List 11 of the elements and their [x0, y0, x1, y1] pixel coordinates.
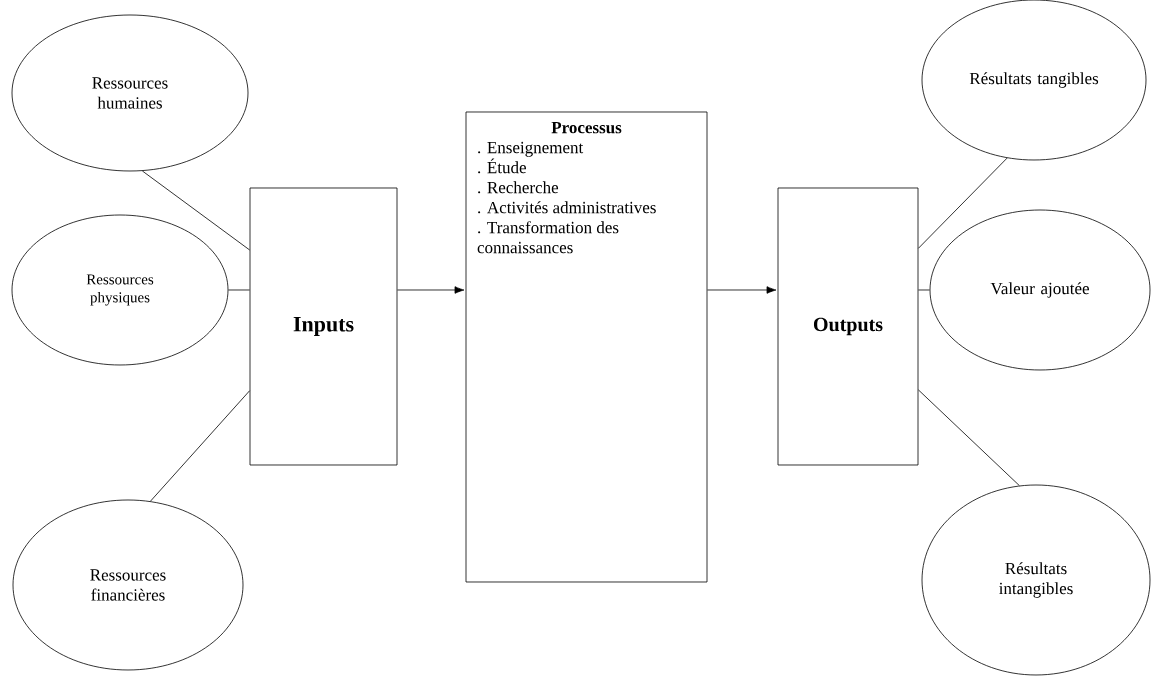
- process-box: Processus . Enseignement . Étude . Recherche . Activités administratives . Transformation des connaissances: [465, 111, 708, 583]
- connector-line: [141, 170, 250, 251]
- connector-line: [918, 289, 930, 291]
- arrow: [397, 286, 465, 294]
- stage-box: Inputs: [249, 187, 398, 466]
- stage-box: Outputs: [777, 187, 919, 466]
- connector-line: [918, 389, 1020, 486]
- connector-line: [918, 157, 1008, 249]
- connector-line: [150, 390, 250, 502]
- connector-line: [228, 289, 250, 291]
- arrow: [707, 286, 777, 294]
